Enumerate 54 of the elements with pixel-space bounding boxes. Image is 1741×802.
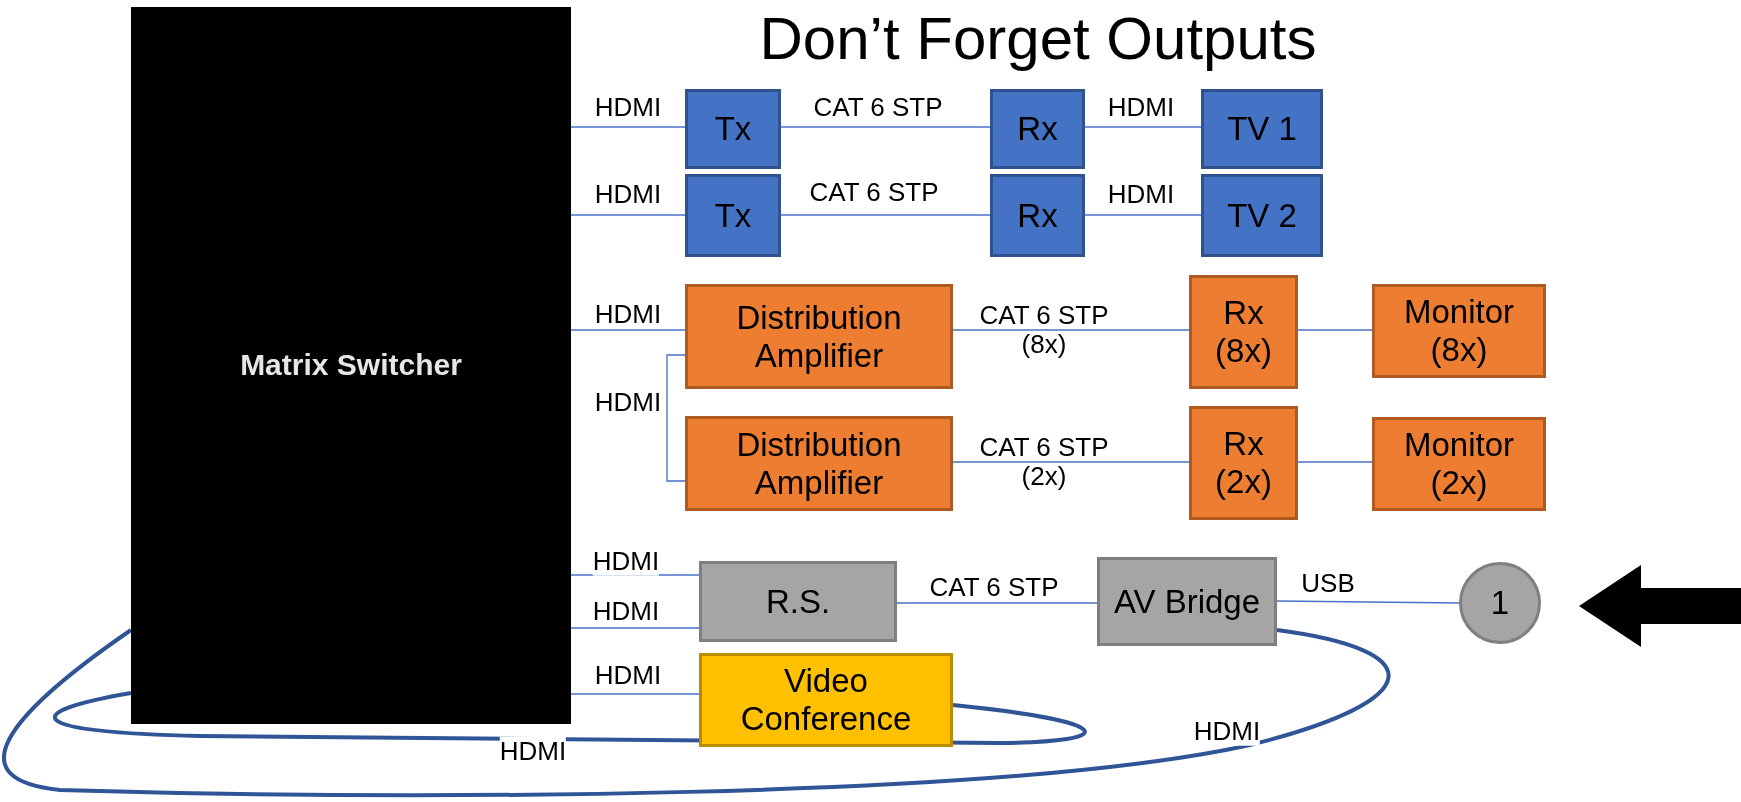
- device-box: [1097, 557, 1277, 646]
- node-label: Video Conference: [739, 662, 913, 738]
- node-label: Rx: [1017, 110, 1058, 148]
- device-box: [1372, 284, 1546, 378]
- cable-line: [1297, 329, 1373, 331]
- title: Don’t Forget Outputs: [758, 4, 1318, 73]
- node-label: Tx: [714, 110, 752, 148]
- device-box: [1189, 406, 1298, 520]
- node-label: Rx (2x): [1214, 425, 1273, 501]
- device-box: [990, 174, 1085, 257]
- node-label: 1: [1490, 584, 1510, 622]
- device-box: [685, 89, 781, 169]
- cable-line: [570, 627, 700, 629]
- cable-line: [1084, 214, 1202, 216]
- edge-label: CAT 6 STP (8x): [978, 301, 1110, 359]
- edge-label: CAT 6 STP (2x): [978, 433, 1110, 491]
- cable-line: [952, 329, 1190, 331]
- device-box: [685, 284, 953, 389]
- cable-line: [952, 461, 1190, 463]
- node-label: Monitor (8x): [1402, 293, 1515, 369]
- cable-line: [2, 628, 1390, 797]
- node-label: TV 2: [1227, 196, 1297, 235]
- device-box: [685, 416, 953, 511]
- cable-line: [1297, 461, 1373, 463]
- node-label: Tx: [714, 196, 752, 235]
- cable-line: [570, 329, 686, 331]
- cable-line: [1084, 126, 1202, 128]
- device-box: [699, 653, 953, 747]
- switcher-box: [131, 7, 571, 724]
- node-label: Matrix Switcher: [240, 348, 462, 383]
- device-box: [1201, 89, 1323, 169]
- cable-line: [896, 602, 1098, 604]
- device-box: [1189, 275, 1298, 389]
- cable-line: [666, 354, 686, 482]
- device-box: [685, 174, 781, 257]
- block-arrow: [1579, 565, 1741, 647]
- device-box: [1201, 174, 1323, 257]
- node-label: Monitor (2x): [1402, 426, 1515, 502]
- cable-line: [570, 693, 700, 695]
- node-label: Distribution Amplifier: [735, 298, 903, 375]
- cable-line: [570, 214, 686, 216]
- cable-line: [1276, 600, 1460, 604]
- node-label: Rx (8x): [1214, 294, 1273, 370]
- node-label: Distribution Amplifier: [735, 425, 903, 502]
- cable-line: [780, 214, 991, 216]
- node-label: R.S.: [765, 582, 831, 621]
- node-label: TV 1: [1227, 110, 1297, 148]
- device-box: [990, 89, 1085, 169]
- node-label: Rx: [1017, 196, 1058, 235]
- device-box: [699, 561, 897, 642]
- cable-line: [780, 126, 991, 128]
- node-label: AV Bridge: [1113, 582, 1261, 621]
- device-box: [1372, 417, 1546, 511]
- cable-line: [570, 126, 686, 128]
